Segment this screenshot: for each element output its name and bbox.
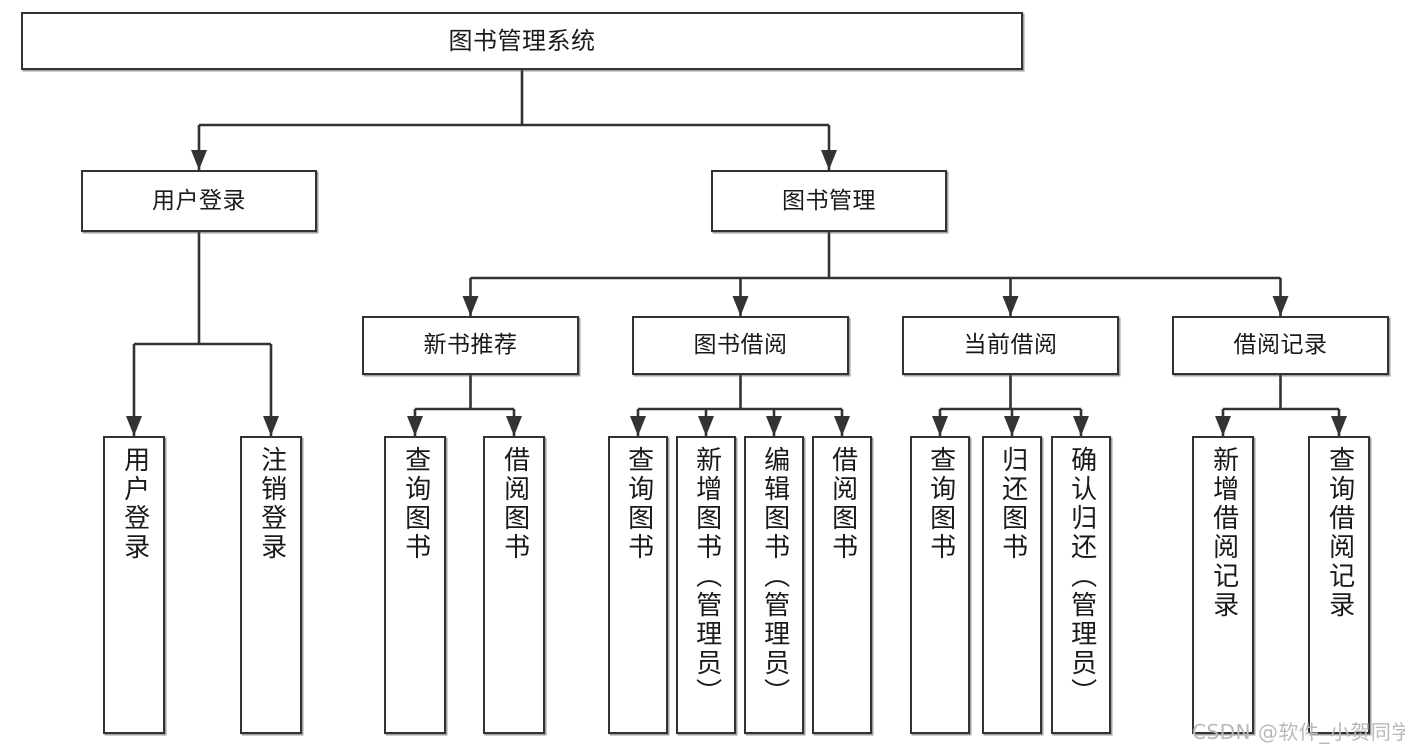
node-label: 新增图书（管理员） bbox=[691, 446, 722, 707]
node-leaf-re-query[interactable]: 查询借阅记录 bbox=[1308, 436, 1370, 734]
node-label: 查询图书 bbox=[623, 446, 654, 562]
node-root[interactable]: 图书管理系统 bbox=[21, 12, 1023, 70]
node-leaf-re-add[interactable]: 新增借阅记录 bbox=[1192, 436, 1254, 734]
node-label: 图书管理系统 bbox=[448, 27, 596, 55]
edge-arrowhead bbox=[698, 416, 714, 436]
edge-arrowhead bbox=[1215, 416, 1231, 436]
edge-arrowhead bbox=[191, 150, 207, 170]
node-leaf-bo-query[interactable]: 查询图书 bbox=[608, 436, 668, 734]
node-label: 用户登录 bbox=[119, 446, 150, 562]
node-label: 查询图书 bbox=[925, 446, 956, 562]
edge-arrowhead bbox=[630, 416, 646, 436]
node-label: 查询图书 bbox=[400, 446, 431, 562]
node-label: 图书借阅 bbox=[693, 332, 788, 358]
node-login[interactable]: 用户登录 bbox=[81, 170, 317, 232]
node-label: 归还图书 bbox=[997, 446, 1028, 562]
node-label: 查询借阅记录 bbox=[1324, 446, 1355, 620]
node-leaf-nb-borrow[interactable]: 借阅图书 bbox=[483, 436, 545, 734]
edge-arrowhead bbox=[1002, 296, 1019, 316]
node-borrow[interactable]: 图书借阅 bbox=[632, 316, 849, 375]
node-leaf-user-login[interactable]: 用户登录 bbox=[103, 436, 165, 734]
edge-arrowhead bbox=[1272, 296, 1289, 316]
node-leaf-bo-add[interactable]: 新增图书（管理员） bbox=[676, 436, 736, 734]
node-bookmgmt[interactable]: 图书管理 bbox=[711, 170, 947, 232]
node-leaf-nb-query[interactable]: 查询图书 bbox=[384, 436, 446, 734]
edge-arrowhead bbox=[932, 416, 948, 436]
node-label: 新增借阅记录 bbox=[1208, 446, 1239, 620]
node-leaf-cu-confirm[interactable]: 确认归还（管理员） bbox=[1051, 436, 1111, 734]
edge-arrowhead bbox=[821, 150, 837, 170]
node-label: 编辑图书（管理员） bbox=[759, 446, 790, 707]
node-label: 当前借阅 bbox=[963, 332, 1058, 358]
edge-arrowhead bbox=[407, 416, 423, 436]
node-label: 借阅记录 bbox=[1233, 332, 1328, 358]
edge-arrowhead bbox=[126, 416, 142, 436]
node-leaf-bo-borrow[interactable]: 借阅图书 bbox=[812, 436, 872, 734]
node-label: 图书管理 bbox=[782, 187, 876, 214]
node-current[interactable]: 当前借阅 bbox=[902, 316, 1119, 375]
watermark: CSDN @软件_小贺同学 bbox=[1192, 720, 1405, 744]
node-label: 借阅图书 bbox=[827, 446, 858, 562]
node-leaf-user-logout[interactable]: 注销登录 bbox=[240, 436, 302, 734]
edge-arrowhead bbox=[732, 296, 749, 316]
node-label: 新书推荐 bbox=[423, 332, 518, 358]
edge-arrowhead bbox=[506, 416, 522, 436]
edge-arrowhead bbox=[1004, 416, 1020, 436]
edge-arrowhead bbox=[1073, 416, 1089, 436]
node-newbook[interactable]: 新书推荐 bbox=[362, 316, 579, 375]
node-leaf-cu-return[interactable]: 归还图书 bbox=[982, 436, 1042, 734]
edge-arrowhead bbox=[1331, 416, 1347, 436]
edge-arrowhead bbox=[263, 416, 279, 436]
node-label: 借阅图书 bbox=[499, 446, 530, 562]
edge-arrowhead bbox=[834, 416, 850, 436]
edge-arrowhead bbox=[766, 416, 782, 436]
node-label: 用户登录 bbox=[152, 187, 246, 214]
node-label: 注销登录 bbox=[256, 446, 287, 562]
node-leaf-cu-query[interactable]: 查询图书 bbox=[910, 436, 970, 734]
edge-arrowhead bbox=[462, 296, 479, 316]
node-leaf-bo-edit[interactable]: 编辑图书（管理员） bbox=[744, 436, 804, 734]
node-records[interactable]: 借阅记录 bbox=[1172, 316, 1389, 375]
node-label: 确认归还（管理员） bbox=[1066, 446, 1097, 707]
